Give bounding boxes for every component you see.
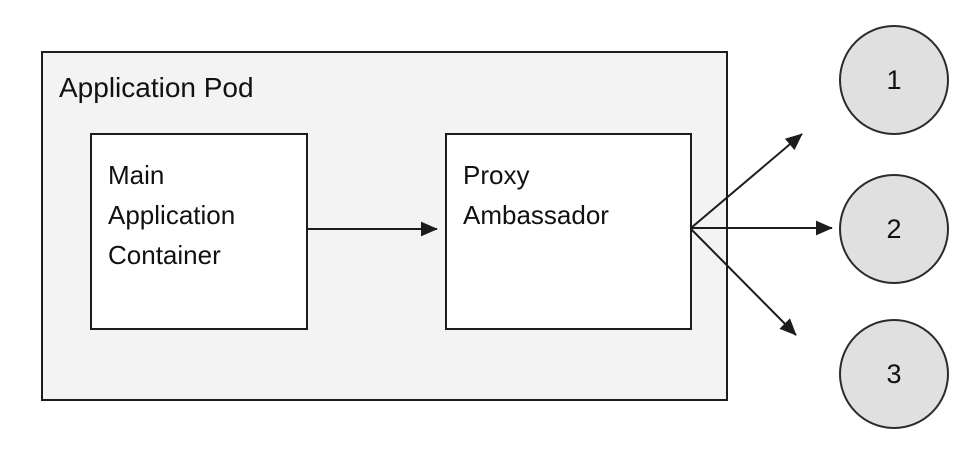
endpoint-3-label: 3 bbox=[886, 358, 902, 389]
endpoint-circle-2: 2 bbox=[839, 174, 949, 284]
endpoint-circle-1: 1 bbox=[839, 25, 949, 135]
node-proxy-ambassador: Proxy Ambassador bbox=[445, 133, 692, 330]
endpoint-circle-3: 3 bbox=[839, 319, 949, 429]
endpoint-2-label: 2 bbox=[886, 213, 902, 244]
node-proxy-label: Proxy Ambassador bbox=[463, 160, 609, 230]
node-main-label: Main Application Container bbox=[108, 160, 236, 270]
application-pod-group: Application Pod Main Application Contain… bbox=[41, 51, 728, 401]
endpoint-1-label: 1 bbox=[886, 64, 902, 95]
node-main-application-container: Main Application Container bbox=[90, 133, 308, 330]
pod-title: Application Pod bbox=[59, 72, 254, 103]
